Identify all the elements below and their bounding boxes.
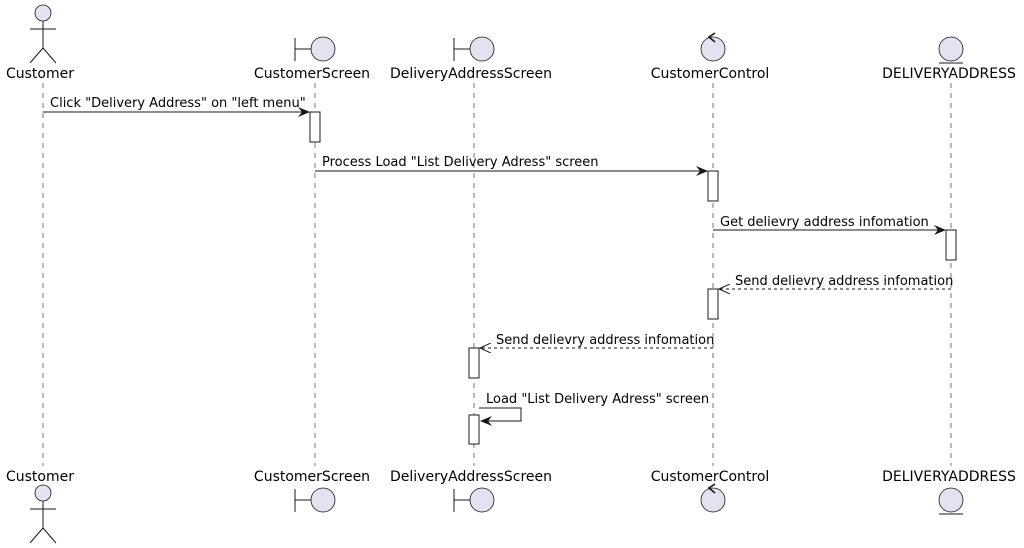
boundary-icon-bottom [294,487,336,513]
participant-label-delivery-address-bottom: DELIVERYADDRESS [882,469,1016,485]
entity-icon-top [938,36,964,64]
control-icon-bottom [700,483,726,513]
participant-label-delivery-address-top: DELIVERYADDRESS [882,66,1016,82]
control-icon-top [700,32,726,62]
entity-icon-bottom [938,487,964,515]
boundary-icon-top [453,36,495,62]
activation-bar [945,229,957,261]
message-label: Send delievry address infomation [735,274,953,289]
activation-bar [707,288,719,320]
participant-label-delivery-address-screen-bottom: DeliveryAddressScreen [390,469,552,485]
participant-label-customer-bottom: Customer [6,469,74,485]
message-label: Load "List Delivery Adress" screen [486,392,709,407]
participant-label-delivery-address-screen-top: DeliveryAddressScreen [390,66,552,82]
message-label: Click "Delivery Address" on "left menu" [50,96,306,111]
actor-icon-top [29,4,57,64]
activation-bar [707,170,719,202]
boundary-icon-bottom [453,487,495,513]
actor-icon-bottom [29,484,57,544]
participant-label-customer-control-bottom: CustomerControl [651,469,770,485]
activation-bar [468,347,480,379]
participant-label-customer-screen-bottom: CustomerScreen [254,469,370,485]
boundary-icon-top [294,36,336,62]
participant-label-customer-screen-top: CustomerScreen [254,66,370,82]
participant-label-customer-top: Customer [6,66,74,82]
message-label: Process Load "List Delivery Adress" scre… [322,155,599,170]
self-message-arrow [479,407,522,426]
message-label: Send delievry address infomation [496,333,714,348]
message-label: Get delievry address infomation [720,215,929,230]
activation-bar [309,111,321,143]
activation-bar [468,414,480,445]
participant-label-customer-control-top: CustomerControl [651,66,770,82]
